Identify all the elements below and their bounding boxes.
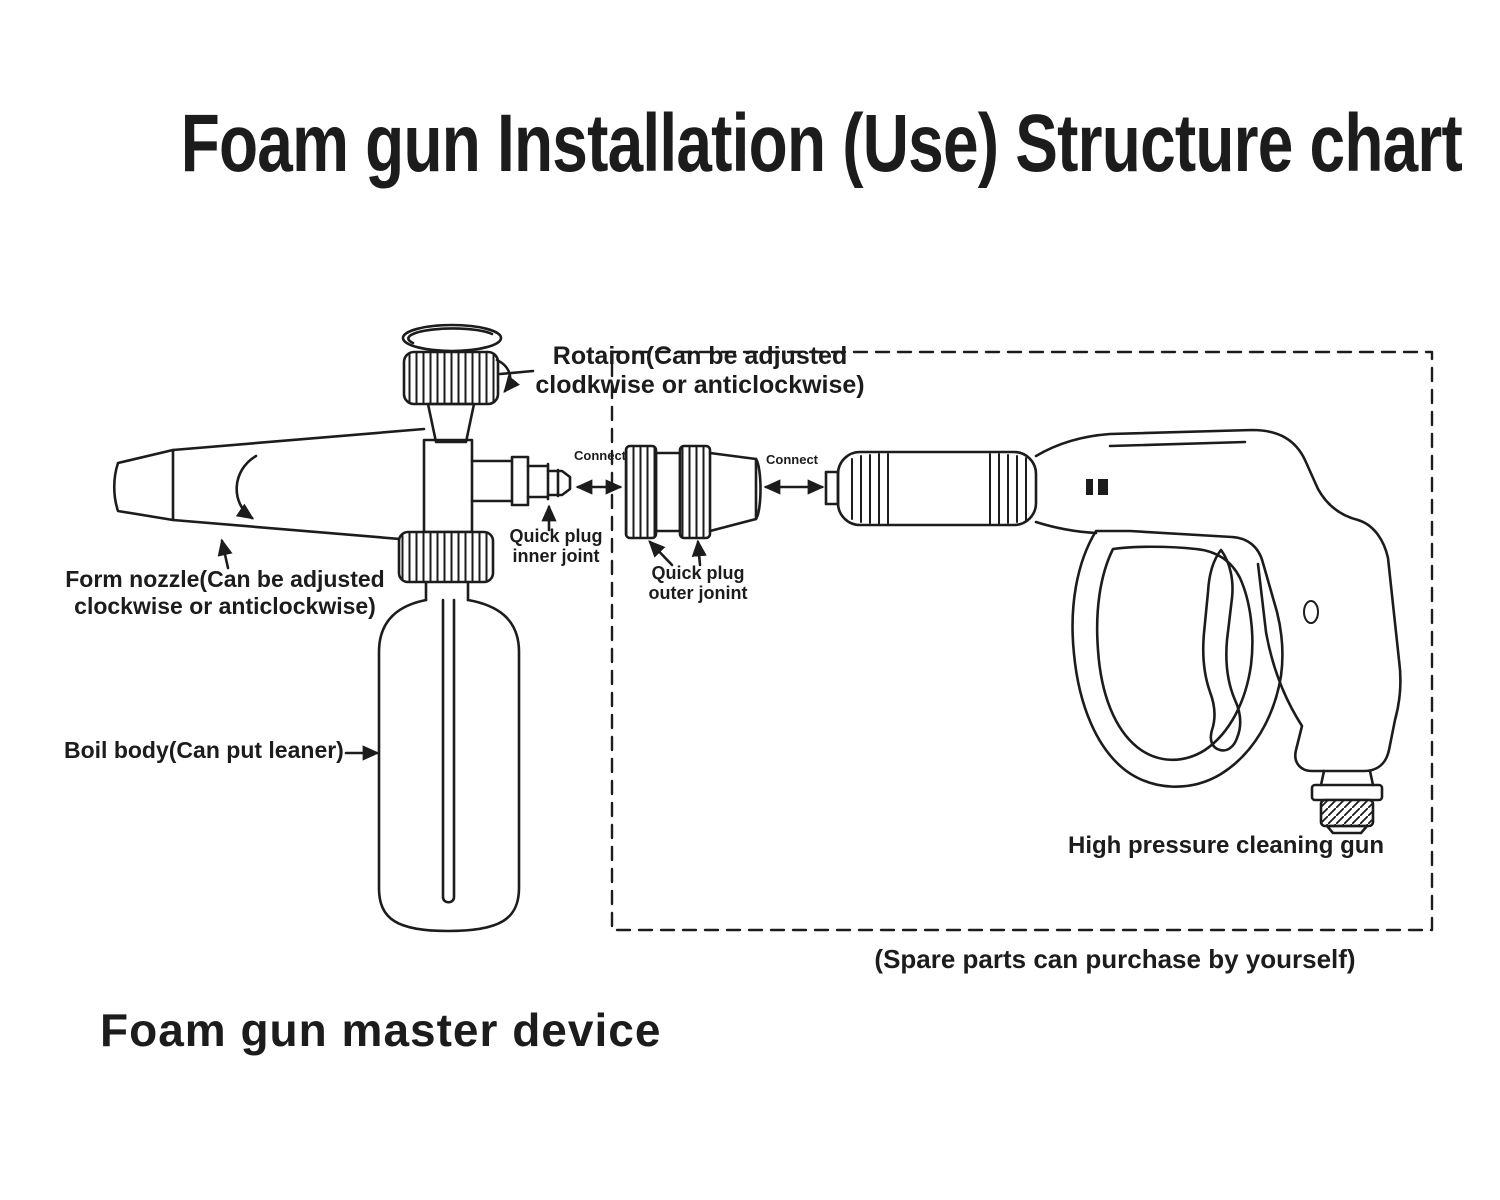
quick-plug-outer-label: Quick plug outer jonint	[640, 563, 756, 604]
high-pressure-gun-label: High pressure cleaning gun	[1068, 832, 1385, 859]
cleaning-gun-drawing	[1034, 428, 1402, 788]
form-nozzle-label: Form nozzle(Can be adjusted clockwise or…	[55, 566, 395, 619]
spare-parts-dashed-box	[610, 350, 1434, 932]
page-title: Foam gun Installation (Use) Structure ch…	[0, 96, 1500, 191]
quick-plug-outer-label-line1: Quick plug	[651, 563, 745, 583]
connect-label-right: Connect	[766, 452, 818, 467]
foam-nozzle-drawing	[112, 427, 426, 543]
boil-body-label: Boil body(Can put leaner)	[64, 737, 344, 763]
label-pointer-arrows	[217, 538, 380, 761]
rotation-knob-drawing	[401, 323, 535, 444]
gun-lance-drawing	[824, 450, 1038, 527]
quick-plug-inner-label-line2: inner joint	[512, 545, 600, 566]
rotation-label-line2: clodkwise or anticlockwise)	[535, 371, 865, 399]
form-nozzle-label-line2: clockwise or anticlockwise)	[74, 592, 376, 619]
gun-outlet-drawing	[1310, 769, 1384, 835]
valve-body-drawing	[422, 438, 572, 534]
quick-plug-outer-drawing	[624, 444, 762, 567]
rotation-label: Rotaion(Can be adjusted clodkwise or ant…	[520, 342, 880, 400]
quick-plug-inner-label: Quick plug inner joint	[504, 526, 608, 567]
master-device-label: Foam gun master device	[100, 1004, 662, 1056]
quick-plug-inner-label-line1: Quick plug	[509, 526, 603, 546]
form-nozzle-label-line1: Form nozzle(Can be adjusted	[65, 566, 385, 592]
page-title-text: Foam gun Installation (Use) Structure ch…	[180, 98, 1463, 189]
spare-parts-note: (Spare parts can purchase by yourself)	[874, 944, 1356, 974]
connect-label-left: Connect	[574, 448, 626, 463]
bottle-drawing	[377, 530, 521, 933]
quick-plug-outer-label-line2: outer jonint	[648, 582, 748, 603]
rotation-label-line1: Rotaion(Can be adjusted	[552, 342, 848, 370]
